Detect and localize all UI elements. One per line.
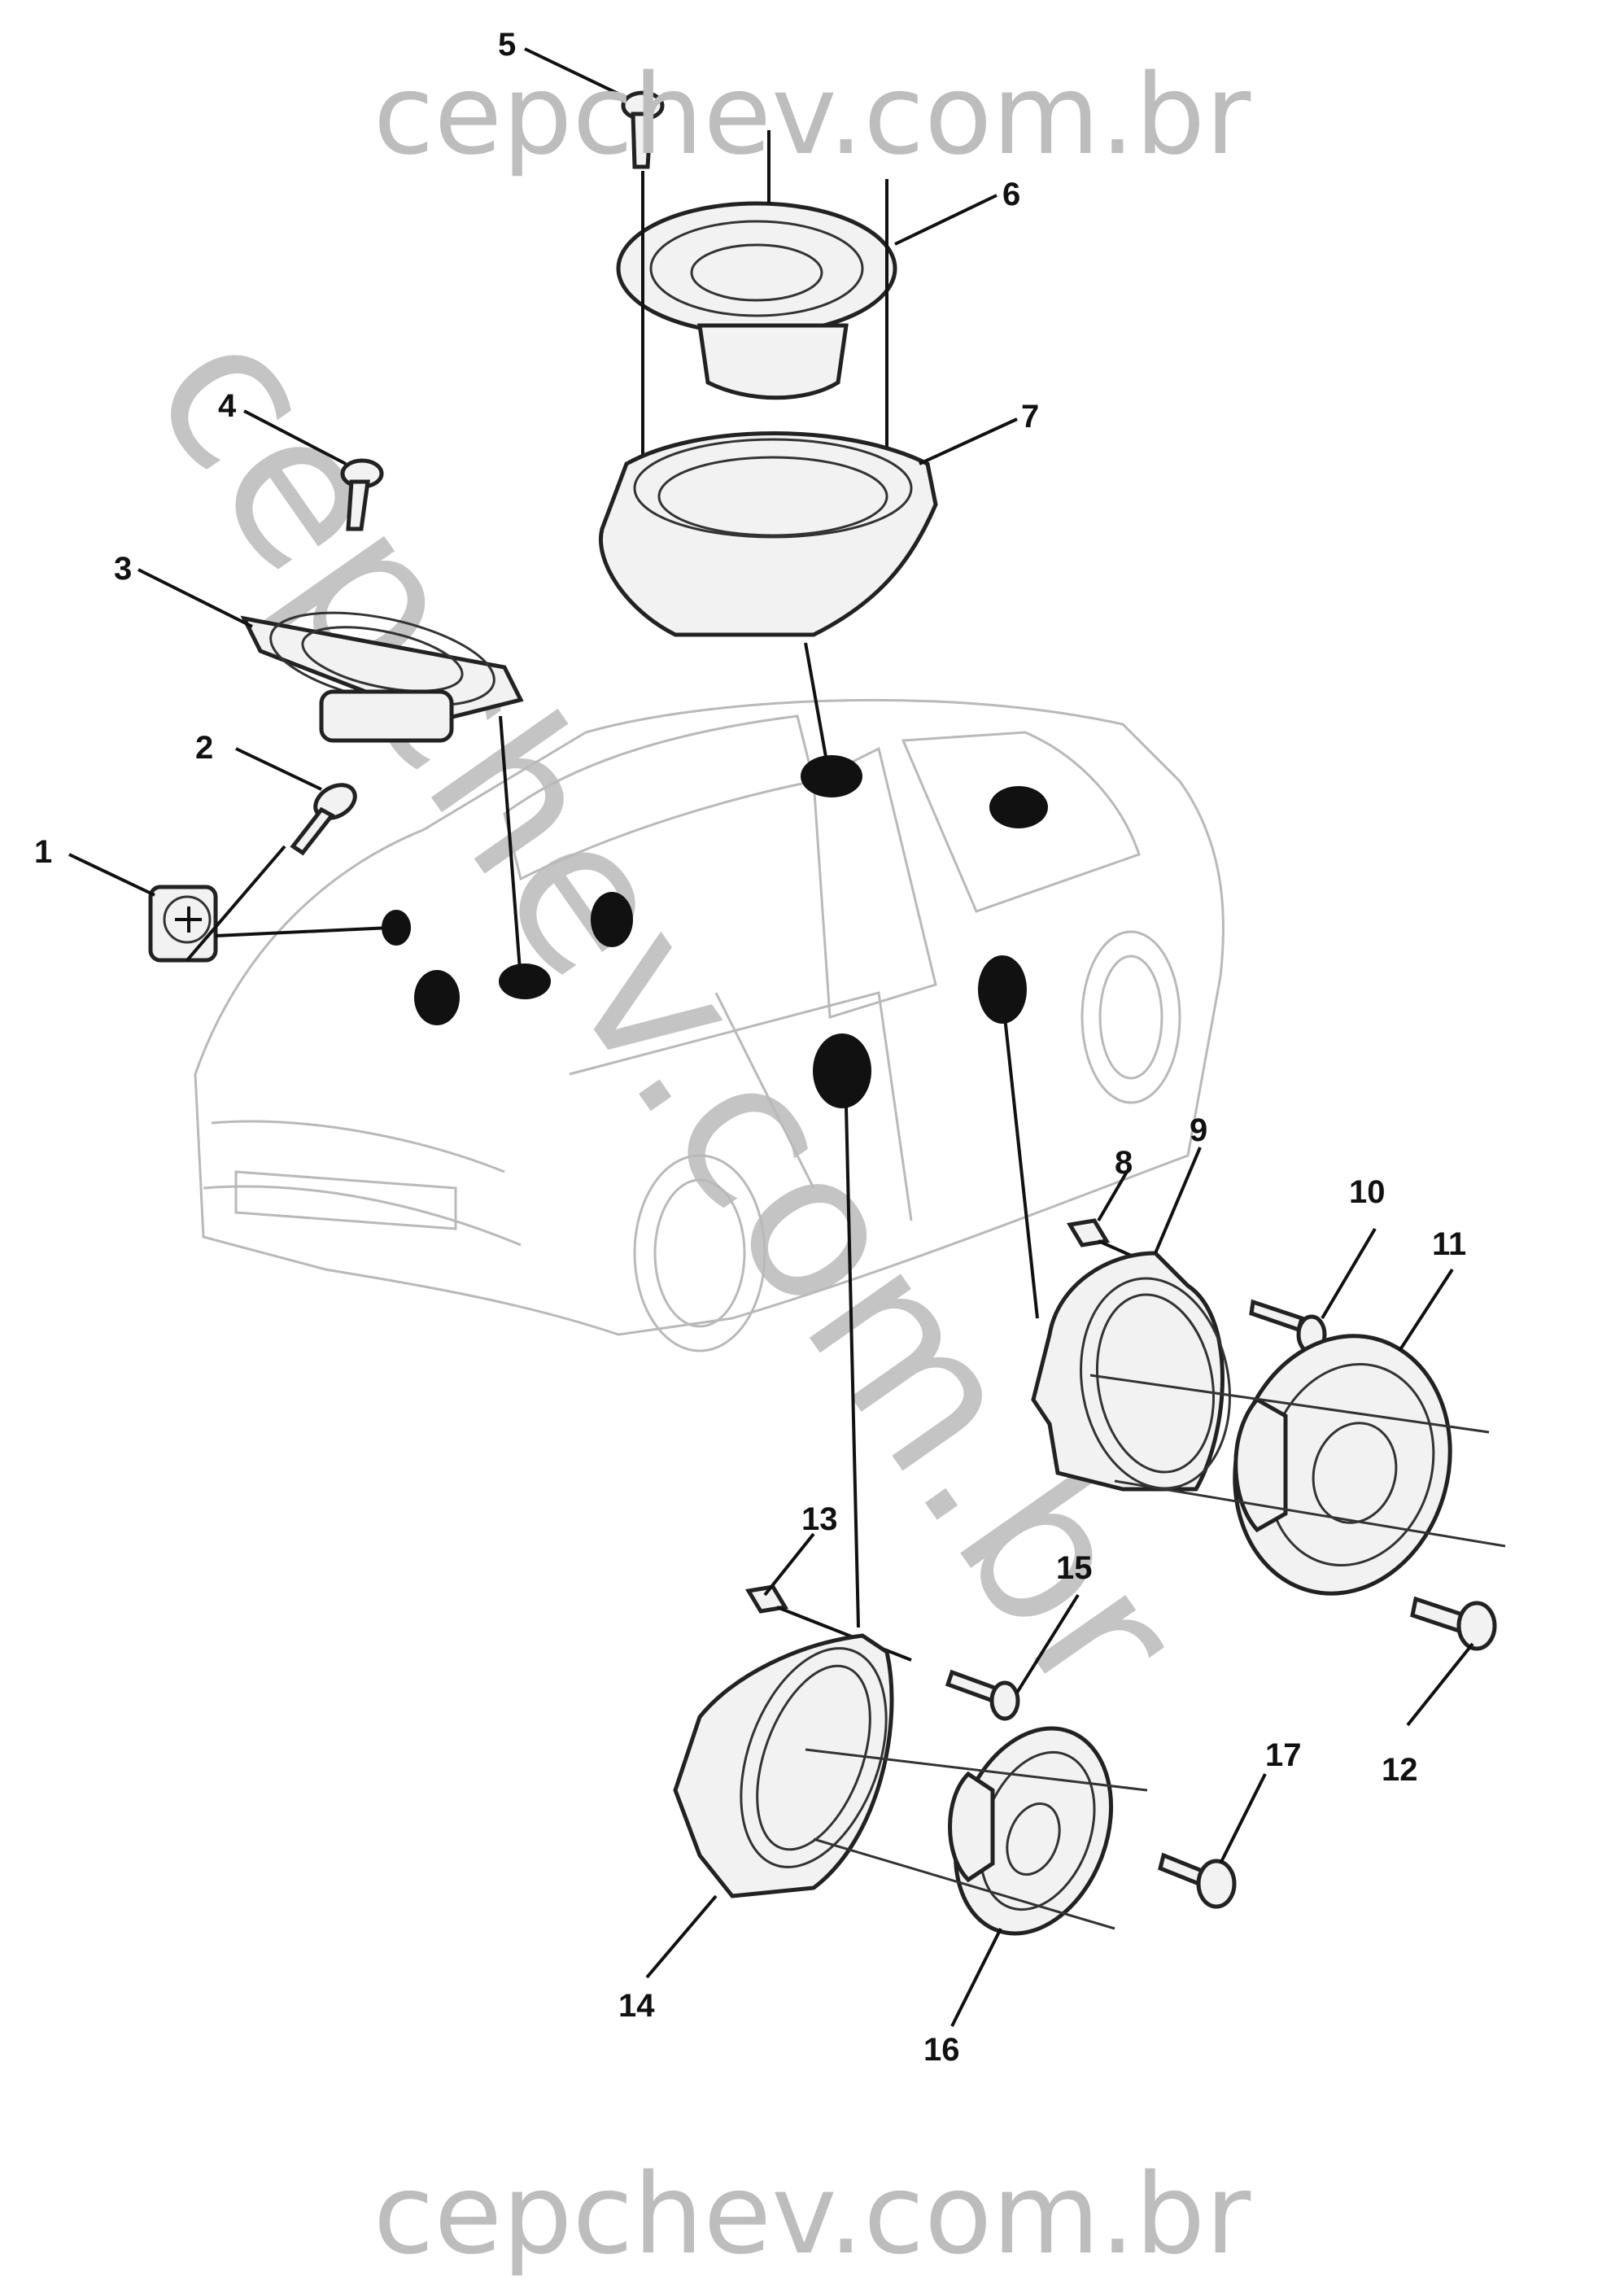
callout-14: 14 xyxy=(618,1988,655,2024)
callout-9: 9 xyxy=(1190,1112,1207,1148)
part-14-adapter xyxy=(673,1106,894,1898)
callout-7: 7 xyxy=(1021,399,1039,435)
callout-5: 5 xyxy=(498,27,516,63)
callout-10: 10 xyxy=(1349,1174,1386,1210)
callout-15: 15 xyxy=(1056,1550,1093,1586)
callout-8: 8 xyxy=(1115,1145,1133,1181)
part-3-speaker xyxy=(240,611,524,981)
callout-1: 1 xyxy=(34,834,52,870)
watermark-bottom: cepchev.com.br xyxy=(373,2151,1251,2279)
callout-13: 13 xyxy=(801,1501,838,1537)
callout-4: 4 xyxy=(218,388,237,424)
part-17-bolt xyxy=(1158,1852,1237,1909)
part-7-adapter xyxy=(599,431,938,758)
callout-12: 12 xyxy=(1382,1752,1418,1788)
part-5-screw xyxy=(621,90,665,169)
callout-3: 3 xyxy=(114,551,132,587)
part-4-screw xyxy=(340,458,384,531)
watermark-top: cepchev.com.br xyxy=(373,51,1251,180)
speaker-location-marks xyxy=(382,755,1048,1108)
callout-2: 2 xyxy=(195,730,213,766)
callout-11: 11 xyxy=(1432,1226,1466,1262)
callout-17: 17 xyxy=(1265,1737,1302,1773)
part-1-tweeter xyxy=(148,845,391,963)
part-9-adapter xyxy=(1003,1016,1231,1492)
part-11-speaker xyxy=(1089,1334,1506,1596)
part-2-screw xyxy=(290,783,357,856)
part-6-speaker xyxy=(616,130,897,496)
callout-6: 6 xyxy=(1002,177,1020,212)
part-13-clip xyxy=(744,1584,912,1662)
part-15-screw xyxy=(945,1669,1020,1721)
callout-16: 16 xyxy=(923,2032,960,2068)
part-16-speaker xyxy=(805,1726,1148,1936)
part-12-bolt xyxy=(1410,1596,1497,1651)
leader-lines xyxy=(68,47,1474,2027)
part-8-clip xyxy=(1066,1218,1136,1259)
callout-labels: 1 2 3 4 5 6 7 8 9 10 11 12 13 14 15 16 1… xyxy=(34,27,1466,2068)
